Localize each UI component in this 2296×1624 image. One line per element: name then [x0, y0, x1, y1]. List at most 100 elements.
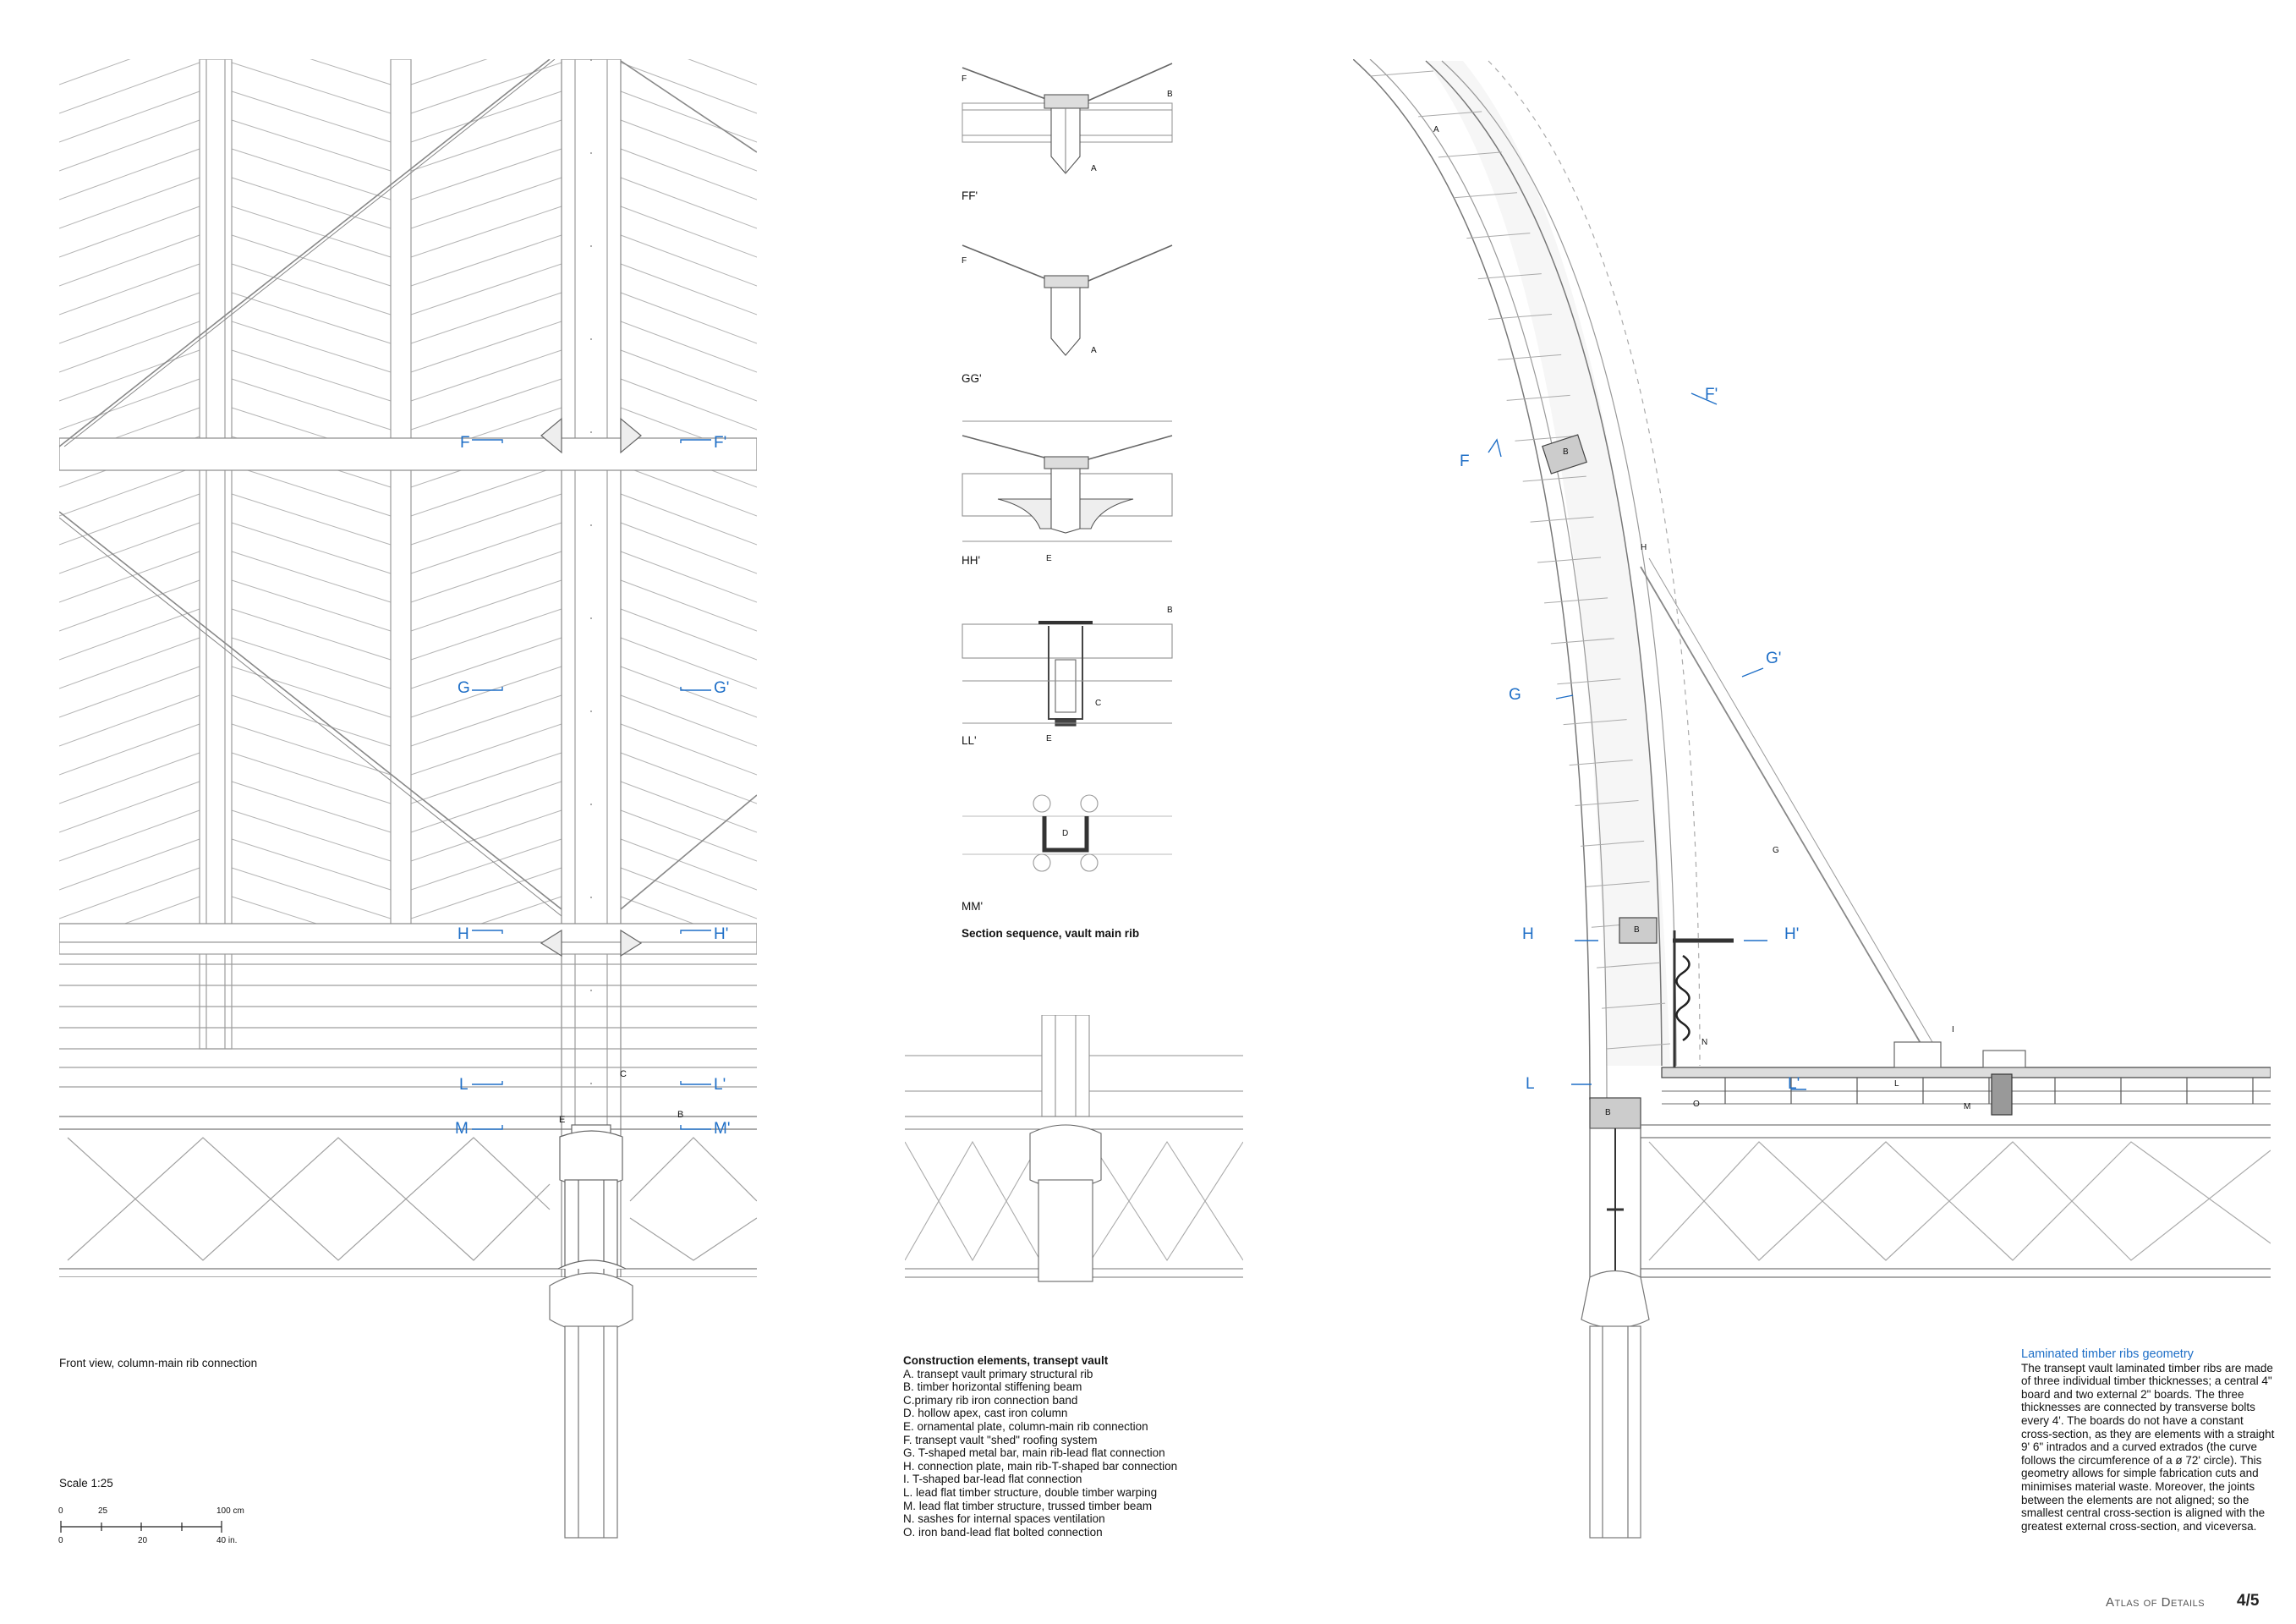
hatch-line — [1606, 1043, 1671, 1050]
front-letter-c: C — [620, 1069, 627, 1079]
hatch-line — [59, 234, 200, 287]
legend-item: D. hollow apex, cast iron column — [903, 1407, 1068, 1420]
scale-in-20: 20 — [138, 1536, 148, 1545]
legend-item: F. transept vault "shed" roofing system — [903, 1433, 1098, 1446]
rib-mark-f-prime: F' — [1705, 386, 1718, 403]
hatch-line — [231, 809, 392, 862]
front-letter-b: B — [677, 1110, 684, 1120]
hatch-line — [410, 637, 562, 689]
hatch-line — [231, 579, 392, 632]
section-gg — [962, 244, 1173, 356]
hatch-line — [59, 59, 131, 85]
hatch-line — [231, 781, 392, 833]
hatch-line — [231, 723, 392, 776]
gg-letter-f: F — [962, 256, 967, 266]
hatch-line — [620, 292, 757, 344]
hatch-line — [1563, 719, 1627, 726]
hatch-line — [59, 119, 200, 172]
rib-mark-f: F — [1460, 453, 1470, 470]
front-view-elevation — [59, 59, 757, 1277]
hatch-line — [410, 809, 562, 862]
mark-m-prime: M' — [714, 1120, 731, 1138]
hatch-line — [620, 752, 757, 804]
notes-line: greatest external cross-section, and vic… — [2021, 1519, 2257, 1533]
hatch-line — [59, 493, 200, 546]
section-hh — [962, 420, 1173, 542]
hatch-line — [59, 177, 200, 229]
hatch-line — [231, 493, 392, 546]
hatch-line — [59, 62, 200, 114]
hatch-line — [410, 119, 562, 172]
hatch-line — [410, 177, 562, 229]
hatch-line — [410, 493, 562, 546]
rib-letter-n: N — [1701, 1038, 1708, 1047]
hatch-line — [410, 91, 562, 143]
ll-letter-b: B — [1167, 606, 1173, 615]
hatch-line — [1530, 516, 1594, 523]
notes-title: Laminated timber ribs geometry — [2021, 1347, 2194, 1361]
hatch-line — [59, 838, 200, 891]
hatch-line — [410, 234, 562, 287]
rib-mark-g: G — [1509, 686, 1521, 704]
mark-m: M — [455, 1120, 469, 1138]
hatch-line — [59, 723, 200, 776]
ff-letter-b: B — [1167, 90, 1173, 99]
mark-f: F — [460, 434, 470, 452]
scale-in-40: 40 in. — [216, 1536, 238, 1545]
hatch-line — [620, 666, 757, 718]
hatch-line — [620, 637, 757, 689]
hatch-line — [620, 119, 757, 172]
hatch-line — [620, 809, 757, 862]
hatch-line — [410, 148, 562, 200]
rib-letter-m: M — [1964, 1102, 1971, 1111]
sections-title: Section sequence, vault main rib — [962, 927, 1140, 940]
hatch-line — [59, 464, 200, 517]
hatch-line — [231, 148, 392, 200]
hatch-line — [620, 579, 757, 632]
hatch-line — [231, 321, 392, 373]
hatch-line — [231, 378, 392, 431]
legend-item: B. timber horizontal stiffening beam — [903, 1380, 1082, 1394]
rib-mark-l-prime: L' — [1788, 1075, 1800, 1093]
hatch-line — [1597, 962, 1661, 968]
hatch-line — [410, 59, 488, 85]
hatch-line — [231, 177, 392, 229]
notes-line: between the elements are not aligned; so… — [2021, 1493, 2249, 1506]
mark-g-prime: G' — [714, 679, 730, 697]
hatch-line — [1515, 435, 1579, 442]
hatch-line — [1438, 151, 1502, 158]
hatch-line — [1586, 881, 1650, 887]
rib-mark-l: L — [1526, 1075, 1535, 1093]
hatch-line — [1498, 354, 1562, 360]
hatch-line — [231, 62, 392, 114]
rib-letter-b-2: B — [1634, 925, 1640, 935]
legend-item: L. lead flat timber structure, double ti… — [903, 1485, 1158, 1499]
hatch-line — [1537, 557, 1602, 563]
hatch-line — [231, 234, 392, 287]
hatch-line — [59, 551, 200, 603]
hatch-line — [59, 579, 200, 632]
legend-item: N. sashes for internal spaces ventilatio… — [903, 1512, 1105, 1526]
front-letter-e: E — [559, 1115, 566, 1125]
hatch-line — [620, 206, 757, 258]
hatch-line — [620, 867, 757, 919]
rib-letter-g: G — [1773, 846, 1779, 855]
hatch-line — [59, 148, 200, 200]
hatch-line — [231, 666, 392, 718]
rib-letter-b-3: B — [1605, 1108, 1611, 1117]
scale-cm-0: 0 — [58, 1506, 63, 1516]
hatch-line — [231, 608, 392, 661]
rib-letter-b-1: B — [1563, 447, 1569, 457]
hatch-line — [1488, 314, 1553, 320]
hatch-line — [1418, 111, 1482, 118]
hatch-line — [59, 867, 200, 919]
hatch-line — [410, 579, 562, 632]
hatch-line — [410, 723, 562, 776]
legend-item: G. T-shaped metal bar, main rib-lead fla… — [903, 1446, 1165, 1460]
notes-line: every 4'. The boards do not have a const… — [2021, 1413, 2244, 1427]
scale-bar — [60, 1521, 222, 1533]
hatch-line — [1575, 800, 1639, 806]
hatch-line — [59, 694, 200, 747]
hatch-line — [1557, 678, 1621, 685]
ff-letter-f: F — [962, 74, 967, 84]
